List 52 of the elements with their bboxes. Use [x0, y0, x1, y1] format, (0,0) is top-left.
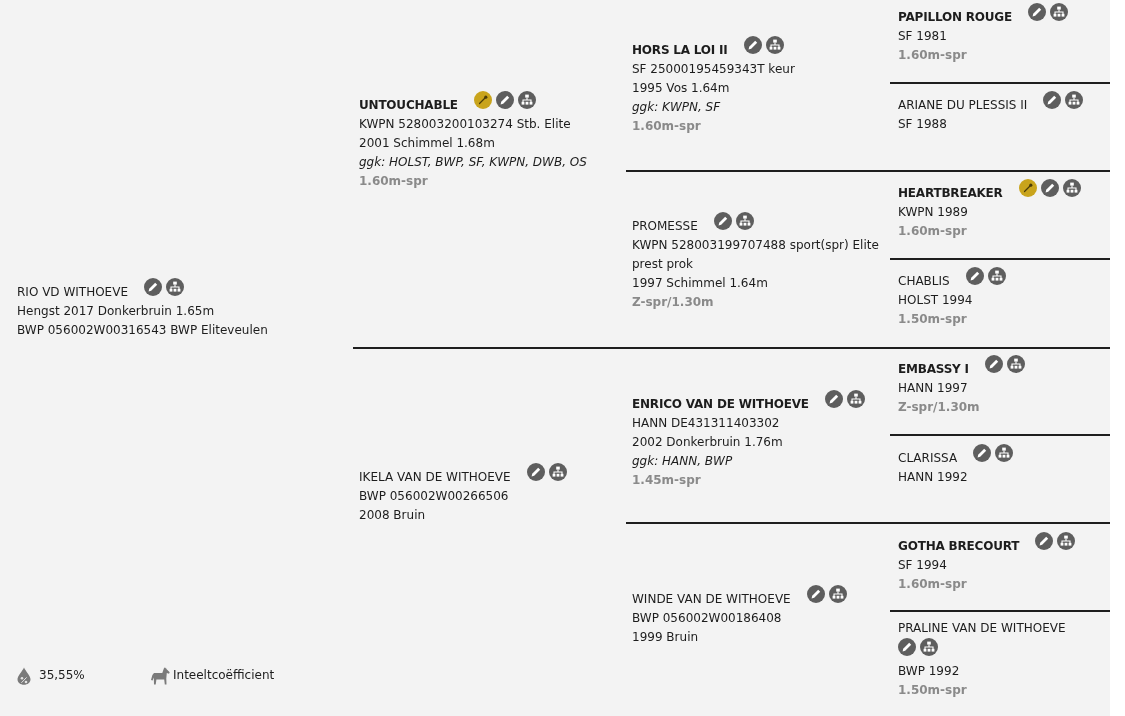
horse-name: PAPILLON ROUGE [898, 8, 1012, 26]
horse-name: HORS LA LOI II [632, 41, 728, 59]
horse-name: CHABLIS [898, 272, 950, 290]
detail-text: KWPN 1989 [898, 203, 969, 221]
detail-text: Hengst 2017 Donkerbruin 1.65m [17, 302, 216, 320]
sport-level-text: 1.50m-spr [898, 681, 968, 699]
sport-level-text: 1.60m-spr [359, 172, 429, 190]
studbook-list-text: ggk: KWPN, SF [632, 98, 722, 116]
horse-name: WINDE VAN DE WITHOEVE [632, 590, 791, 608]
horse-name: UNTOUCHABLE [359, 96, 458, 114]
horse-name: HEARTBREAKER [898, 184, 1003, 202]
horse-name: GOTHA BRECOURT [898, 537, 1020, 555]
detail-text: KWPN 528003200103274 Stb. Elite [359, 115, 572, 133]
sport-level-text: 1.60m-spr [632, 117, 702, 135]
detail-text: 1995 Vos 1.64m [632, 79, 731, 97]
detail-text: HOLST 1994 [898, 291, 974, 309]
detail-text: SF 1994 [898, 556, 948, 574]
sport-level-text: 1.50m-spr [898, 310, 968, 328]
studbook-list-text: ggk: HOLST, BWP, SF, KWPN, DWB, OS [359, 153, 587, 171]
detail-text: SF 1988 [898, 115, 948, 133]
horse-name: ARIANE DU PLESSIS II [898, 96, 1028, 114]
horse-name: PRALINE VAN DE WITHOEVE [898, 619, 1066, 637]
sport-level-text: Z-spr/1.30m [632, 293, 715, 311]
horse-name: RIO VD WITHOEVE [17, 283, 128, 301]
sport-level-text: 1.60m-spr [898, 46, 968, 64]
sport-level-text: Z-spr/1.30m [898, 398, 981, 416]
detail-text: 1999 Bruin [632, 628, 700, 646]
sport-level-text: 1.60m-spr [898, 222, 968, 240]
horse-name: CLARISSA [898, 449, 958, 467]
detail-text: HANN 1997 [898, 379, 969, 397]
detail-text: 2002 Donkerbruin 1.76m [632, 433, 784, 451]
legend-text: Inteeltcoëfficient [173, 667, 275, 684]
detail-text: KWPN 528003199707488 sport(spr) Elite prest prok [632, 236, 880, 273]
detail-text: BWP 1992 [898, 662, 961, 680]
detail-text: SF 25000195459343T keur [632, 60, 795, 78]
detail-text: SF 1981 [898, 27, 948, 45]
detail-text: HANN 1992 [898, 468, 969, 486]
horse-name: ENRICO VAN DE WITHOEVE [632, 395, 809, 413]
sport-level-text: 1.45m-spr [632, 471, 702, 489]
detail-text: 2008 Bruin [359, 506, 427, 524]
detail-text: 1997 Schimmel 1.64m [632, 274, 769, 292]
detail-text: BWP 056002W00186408 [632, 609, 783, 627]
percentage-text: 35,55% [39, 667, 85, 684]
detail-text: BWP 056002W00266506 [359, 487, 510, 505]
detail-text: 2001 Schimmel 1.68m [359, 134, 496, 152]
studbook-list-text: ggk: HANN, BWP [632, 452, 734, 470]
detail-text: HANN DE431311403302 [632, 414, 781, 432]
horse-name: EMBASSY I [898, 360, 969, 378]
sport-level-text: 1.60m-spr [898, 575, 968, 593]
horse-name: PROMESSE [632, 217, 698, 235]
detail-text: BWP 056002W00316543 BWP Eliteveulen [17, 321, 268, 339]
horse-name: IKELA VAN DE WITHOEVE [359, 468, 511, 486]
